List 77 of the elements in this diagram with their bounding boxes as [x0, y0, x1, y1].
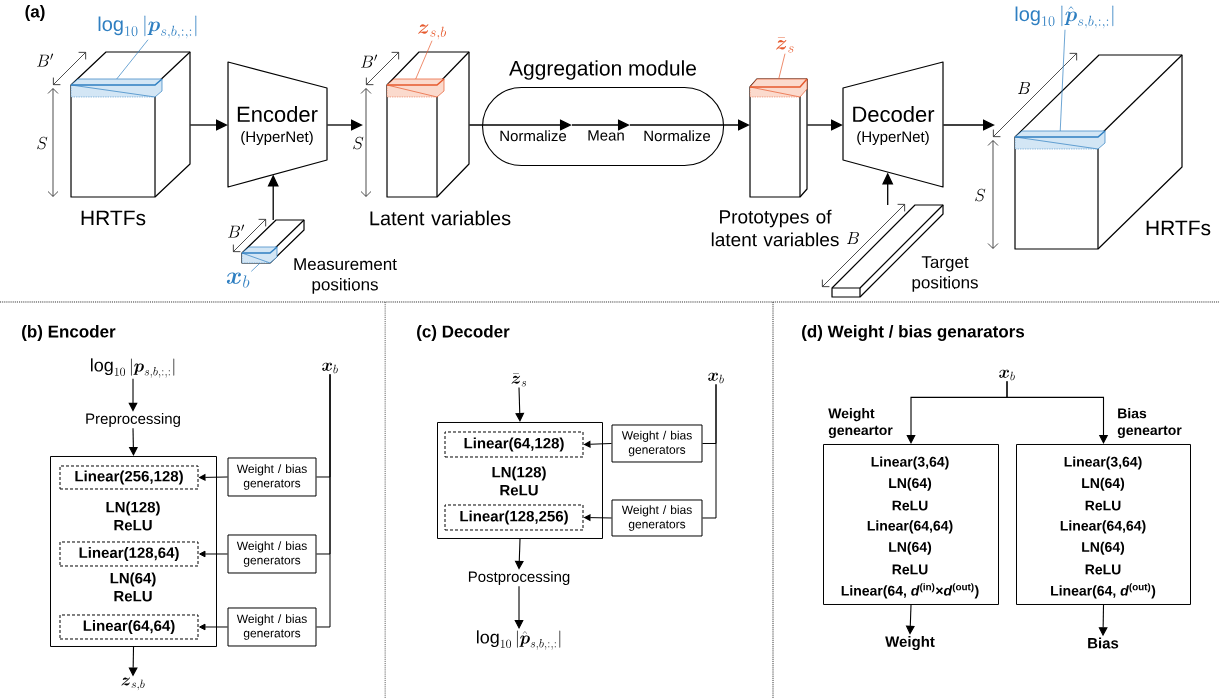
panel-title: (c) Decoder — [417, 325, 510, 341]
generator-box: Weight / bias generators — [227, 607, 317, 647]
step-label: Normalize — [500, 130, 567, 142]
output-label: Weight — [885, 635, 935, 650]
dashed-layer-box: Linear(128,64) — [59, 541, 199, 567]
node-label: Bias geneartor — [1117, 408, 1182, 438]
arrow — [326, 119, 363, 131]
layer-box: Weight geneartor Linear(3,64) LN(64) ReLU Linear(64,64) LN(64) ReLU Linear(64, d$^{(in)}$×d$^{(out)}$) — [823, 408, 999, 605]
leader-line — [415, 40, 433, 80]
arrow — [942, 119, 995, 131]
slice-highlight — [241, 246, 278, 264]
leader-line — [778, 53, 786, 80]
math-label: $\boldsymbol{x}_b$ — [708, 372, 724, 384]
arrow — [199, 474, 228, 481]
dimension-label: $B'$ — [228, 224, 245, 238]
arrow — [571, 119, 630, 131]
math-label: $\boldsymbol{x}_b$ — [226, 272, 250, 288]
math-label: $\bar{\boldsymbol{z}}_s$ — [776, 37, 794, 53]
panel-title: (b) Encoder — [22, 325, 116, 341]
node-label: Prototypes of latent variables — [711, 209, 839, 247]
dashed-layer-box: Linear(256,128) — [59, 465, 199, 490]
node-label: HRTFs — [81, 210, 146, 226]
dimension-label: $B'$ — [361, 54, 378, 68]
node-label: Measurement positions — [294, 258, 397, 294]
panel-label: (a) — [25, 5, 45, 21]
step-label: Preprocessing — [86, 413, 180, 427]
arrow — [1006, 380, 1109, 444]
connector-line — [316, 373, 331, 628]
slice-highlight — [386, 78, 445, 98]
math-label: $\bar{\boldsymbol{z}}_s$ — [511, 373, 527, 387]
math-label: $\log_{10}|\hat{\boldsymbol{p}}_{s,b,:,:}|$ — [476, 630, 561, 650]
arrow — [199, 623, 228, 631]
dimension-label: $B$ — [846, 232, 859, 244]
dashed-layer-box: Linear(64,128) — [444, 431, 584, 458]
dimension-label: $S$ — [353, 136, 364, 150]
math-label: $\log_{10}|\hat{\boldsymbol{p}}_{s,b,:,:}|$ — [1015, 5, 1114, 29]
arrow — [584, 440, 612, 448]
dimension-label: $B$ — [1017, 82, 1030, 94]
output-label: Bias — [1088, 637, 1119, 649]
dimension-label: $B'$ — [37, 53, 54, 67]
dashed-layer-box: Linear(64,64) — [59, 614, 199, 640]
math-label: $\boldsymbol{z}_{s,b}$ — [418, 24, 446, 40]
slice-highlight — [70, 78, 163, 98]
arrow — [806, 119, 843, 131]
arrow — [629, 119, 750, 131]
math-label: $\boldsymbol{x}_b$ — [999, 369, 1015, 381]
slice-highlight — [749, 78, 808, 98]
dimension-label: $S$ — [975, 188, 986, 202]
slice-highlight — [1014, 130, 1106, 150]
math-label: $\boldsymbol{z}_{s,b}$ — [121, 677, 145, 691]
step-label: Mean — [588, 130, 624, 141]
trapezoid-block: Decoder (HyperNet) — [842, 61, 944, 188]
node-label: Weight geneartor — [828, 408, 893, 438]
node-label: Aggregation module — [509, 60, 696, 80]
leader-line — [116, 39, 149, 80]
generator-box: Weight / bias generators — [227, 534, 317, 574]
panel-title: (d) Weight / bias genarators — [802, 325, 1025, 341]
connector-line — [702, 383, 717, 519]
step-label: Normalize — [644, 130, 711, 142]
generator-box: Weight / bias generators — [611, 499, 703, 537]
dimension-label: $S$ — [37, 136, 48, 150]
step-label: Postprocessing — [468, 571, 570, 585]
leader-line — [1059, 29, 1066, 132]
arrow — [128, 378, 138, 412]
math-label: $\log_{10}|\boldsymbol{p}_{s,b,:,:}|$ — [90, 358, 175, 378]
arrow — [189, 119, 228, 131]
generator-box: Weight / bias generators — [227, 457, 317, 497]
arrow — [584, 514, 612, 521]
trapezoid-block: Encoder (HyperNet) — [227, 61, 328, 188]
layer-box: Bias geneartor Linear(3,64) LN(64) ReLU Linear(64,64) LN(64) ReLU Linear(64, d$^{(out)}$) — [1016, 408, 1191, 605]
arrow — [515, 386, 525, 422]
math-label: $\boldsymbol{x}_b$ — [322, 362, 338, 374]
generator-box: Weight / bias generators — [611, 424, 703, 463]
leader-line — [250, 263, 261, 272]
math-label: $\log_{10}|\boldsymbol{p}_{s,b,:,:}|$ — [98, 15, 197, 39]
dashed-layer-box: Linear(128,256) — [444, 504, 584, 531]
arrow — [199, 550, 228, 558]
